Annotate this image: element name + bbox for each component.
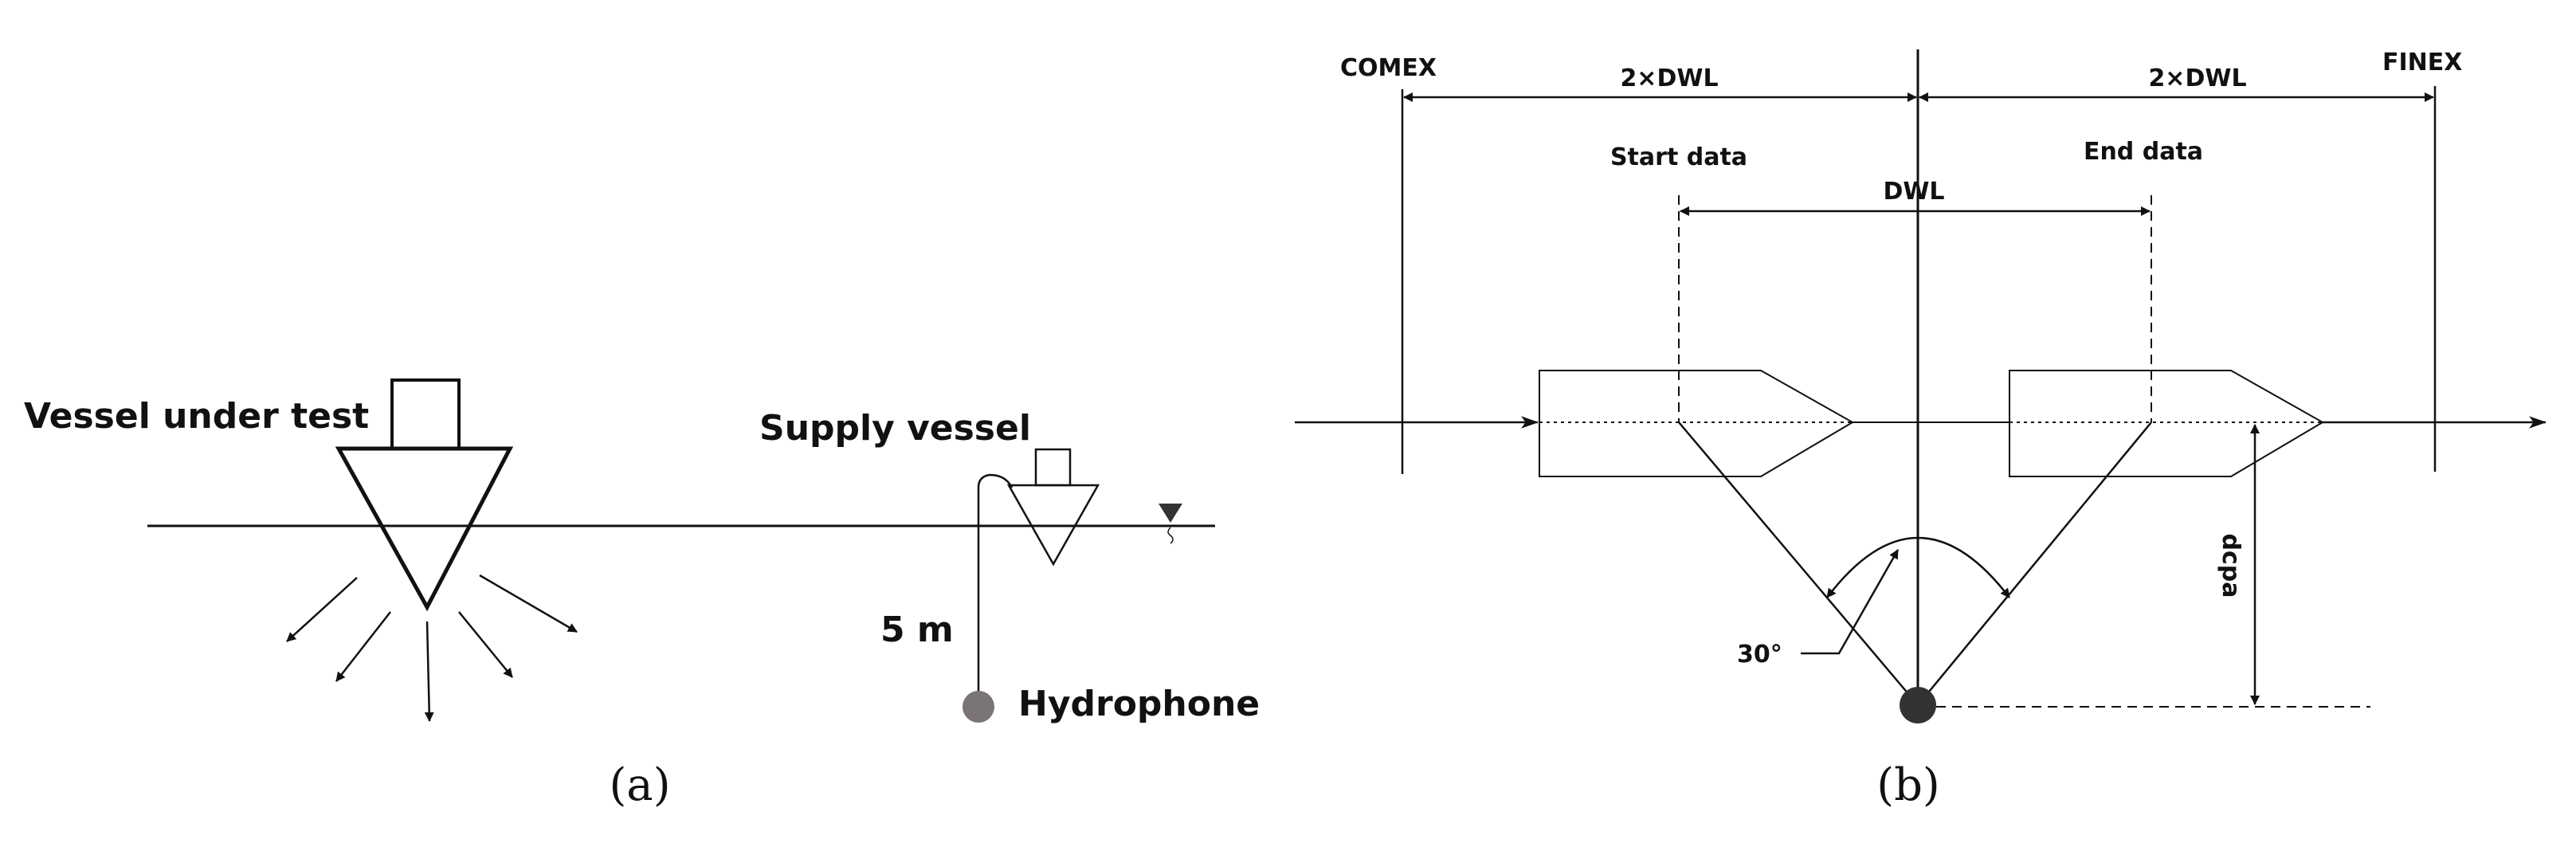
- end-sight-line: [1917, 422, 2152, 706]
- panel-b: COMEX FINEX 2×DWL 2×DWL Start data End d…: [1295, 49, 2547, 811]
- left-span-label: 2×DWL: [1620, 65, 1718, 92]
- hydrophone-label: Hydrophone: [1018, 684, 1260, 724]
- comex-label: COMEX: [1340, 54, 1437, 82]
- depth-label: 5 m: [880, 610, 954, 650]
- angle-arc: [1826, 536, 2010, 598]
- panel-b-caption: (b): [1876, 759, 1940, 811]
- angle-label: 30°: [1737, 641, 1782, 669]
- finex-label: FINEX: [2382, 49, 2462, 76]
- hydrophone-cable: [977, 473, 1014, 697]
- angle-leader: [1801, 549, 1900, 655]
- end-data-label: End data: [2084, 138, 2203, 166]
- panel-a: Vessel under test Supply vessel 5 m Hydr…: [24, 378, 1260, 811]
- water-level-icon: [1159, 504, 1182, 544]
- start-sight-line: [1678, 422, 1919, 706]
- dwl-label: DWL: [1883, 178, 1944, 206]
- panel-a-caption: (a): [609, 759, 670, 811]
- radiated-noise-arrows: [286, 574, 578, 722]
- dcpa-label: dcpa: [2217, 534, 2245, 598]
- cpa-point-icon: [1900, 687, 1936, 723]
- hydrophone-icon: [963, 691, 994, 723]
- start-data-label: Start data: [1610, 143, 1747, 171]
- vessel-start-position: [1539, 370, 1854, 477]
- vessel-end-position: [2009, 370, 2324, 477]
- supply-vessel-label: Supply vessel: [759, 408, 1031, 449]
- vessel-under-test-label: Vessel under test: [24, 396, 369, 437]
- supply-vessel: [1006, 448, 1100, 567]
- vessel-under-test: [335, 378, 514, 612]
- right-span-label: 2×DWL: [2148, 65, 2246, 92]
